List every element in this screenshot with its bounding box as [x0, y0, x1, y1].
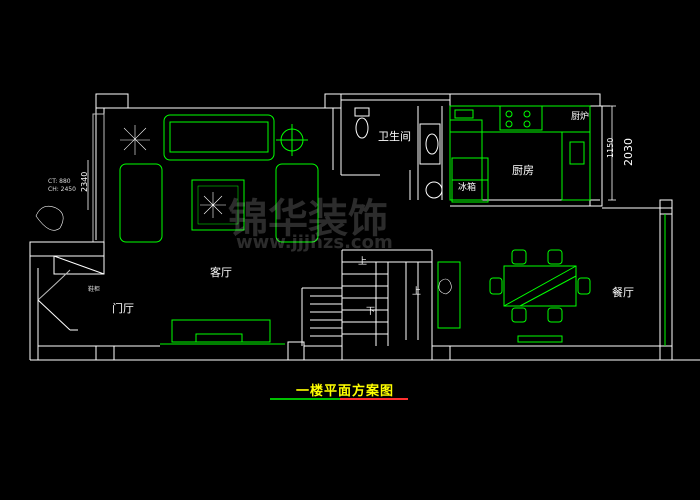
note-ch: CH: 2450	[48, 186, 76, 193]
staircase	[301, 249, 461, 346]
room-label-living: 客厅	[210, 266, 232, 279]
entry-fixtures	[37, 255, 105, 331]
plan-title: 一楼平面方案图	[296, 384, 395, 399]
dimension-right-big: 2030	[622, 138, 635, 166]
room-label-stove: 厨炉	[571, 112, 590, 122]
watermark-logo: 锦华装饰	[228, 196, 388, 242]
living-room-furniture	[119, 114, 319, 345]
room-label-kitchen: 厨房	[512, 164, 534, 177]
dimension-lines	[87, 105, 616, 210]
dining-set	[489, 249, 591, 343]
room-label-bathroom: 卫生间	[378, 130, 411, 143]
room-label-shoe-cabinet: 鞋柜	[88, 286, 101, 293]
dimension-left: 2340	[80, 171, 89, 192]
dimension-right-small: 1150	[606, 137, 615, 158]
stair-label-down: 下	[366, 307, 376, 317]
decor-plants	[35, 125, 452, 295]
room-label-fridge: 冰箱	[458, 183, 477, 193]
stair-label-up-2: 上	[412, 287, 422, 297]
kitchen-counters	[449, 105, 591, 203]
note-ct: CT: 880	[48, 178, 71, 185]
stair-label-up-1: 上	[358, 257, 368, 267]
room-label-entry: 门厅	[112, 302, 134, 315]
watermark-url: www.jjjhzs.com	[236, 232, 393, 253]
room-label-dining: 餐厅	[612, 286, 634, 299]
bathroom-fixtures	[354, 107, 443, 199]
